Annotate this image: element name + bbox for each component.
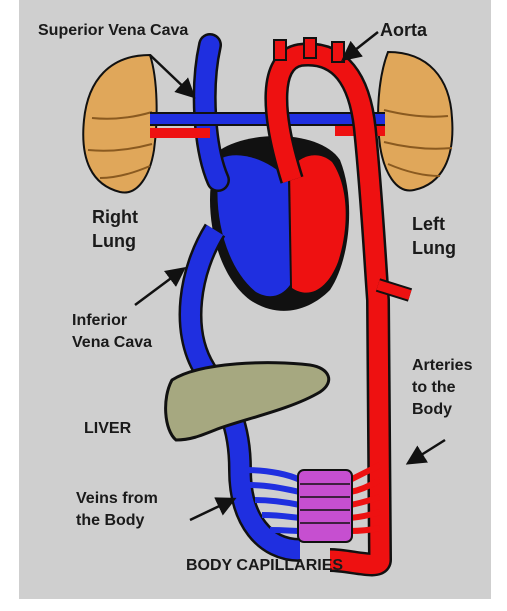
label-arteries-line1: Arteries <box>412 355 472 377</box>
label-inferior-vena-cava-line2: Vena Cava <box>72 332 152 354</box>
label-superior-vena-cava: Superior Vena Cava <box>38 20 188 42</box>
label-liver: LIVER <box>84 418 131 440</box>
label-arteries-line2: to the <box>412 377 456 399</box>
aorta-pointer <box>345 32 378 58</box>
label-aorta: Aorta <box>380 18 427 42</box>
left-lung <box>378 52 452 190</box>
label-veins-line1: Veins from <box>76 488 158 510</box>
veins-pointer <box>190 500 232 520</box>
label-arteries-line3: Body <box>412 399 452 421</box>
label-body-capillaries: BODY CAPILLARIES <box>186 555 343 577</box>
label-inferior-vena-cava-line1: Inferior <box>72 310 127 332</box>
label-veins-line2: the Body <box>76 510 144 532</box>
label-right-lung-line2: Lung <box>92 229 136 253</box>
arteries-pointer <box>410 440 445 462</box>
label-right-lung-line1: Right <box>92 205 138 229</box>
right-lung <box>83 55 156 192</box>
ivc-pointer <box>135 270 182 305</box>
label-left-lung-line1: Left <box>412 212 445 236</box>
label-left-lung-line2: Lung <box>412 236 456 260</box>
